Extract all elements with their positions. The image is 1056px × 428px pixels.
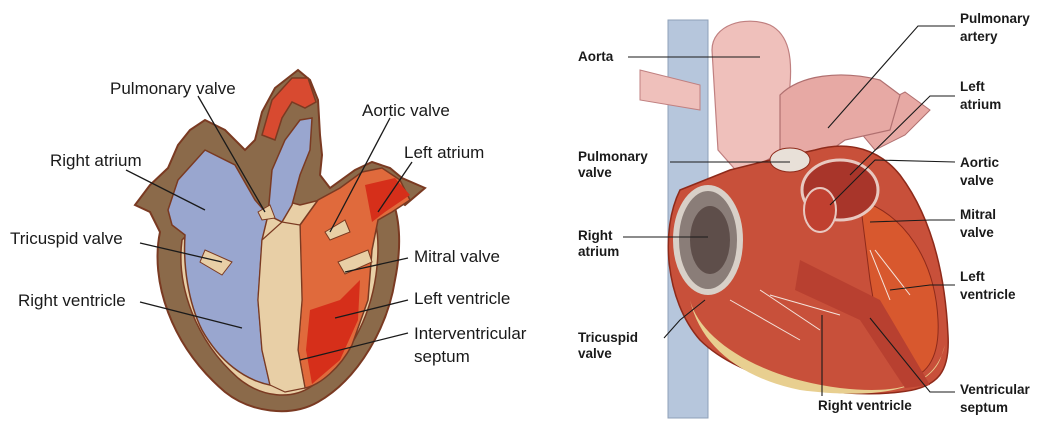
label-mitral-valve-line2: valve [960,225,994,240]
aortic-valve-shape [804,188,836,232]
label-right-atrium-line2: atrium [578,244,619,259]
label-pulmonary-artery-line1: Pulmonary [960,11,1030,26]
label-aortic-valve-line1: Aortic [960,155,999,170]
label-pulmonary-valve: Pulmonary valve [110,79,236,98]
label-aortic-valve: Aortic valve [362,101,450,120]
label-pulmonary-valve-line1: Pulmonary [578,149,648,164]
label-left-atrium-line1: Left [960,79,985,94]
label-tricuspid-valve-line1: Tricuspid [578,330,638,345]
label-left-ventricle-line2: ventricle [960,287,1016,302]
label-ventricular-septum-line2: septum [960,400,1008,415]
label-left-ventricle-line1: Left [960,269,985,284]
right-atrium-inner [690,206,730,274]
label-pulmonary-valve-line2: valve [578,165,612,180]
label-interventricular-septum-line1: Interventricular [414,324,527,343]
label-right-ventricle: Right ventricle [18,291,126,310]
label-right-ventricle: Right ventricle [818,398,912,413]
label-left-ventricle: Left ventricle [414,289,510,308]
label-tricuspid-valve: Tricuspid valve [10,229,123,248]
label-tricuspid-valve-line2: valve [578,346,612,361]
label-aorta: Aorta [578,49,614,64]
schematic-heart [135,70,425,411]
label-right-atrium: Right atrium [50,151,142,170]
pulmonary-valve-shape [770,148,810,172]
label-aortic-valve-line2: valve [960,173,994,188]
label-right-atrium-line1: Right [578,228,613,243]
label-interventricular-septum-line2: septum [414,347,470,366]
label-pulmonary-artery-line2: artery [960,29,998,44]
label-left-atrium-line2: atrium [960,97,1001,112]
label-mitral-valve: Mitral valve [414,247,500,266]
label-left-atrium: Left atrium [404,143,484,162]
label-mitral-valve-line1: Mitral [960,207,996,222]
label-ventricular-septum-line1: Ventricular [960,382,1031,397]
